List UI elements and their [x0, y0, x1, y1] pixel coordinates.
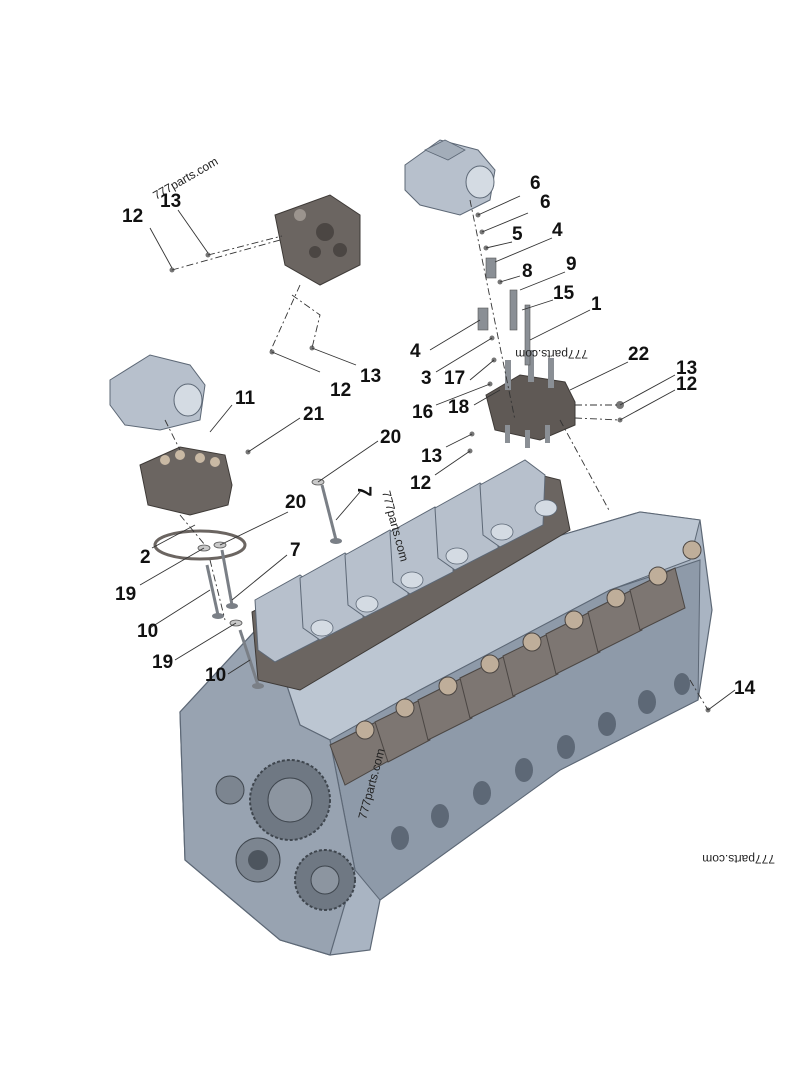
callout-9: 9: [566, 254, 577, 275]
cylinder-head-left: [139, 446, 233, 516]
callout-12: 12: [330, 380, 351, 401]
callout-8: 8: [522, 261, 533, 282]
callout-22: 22: [628, 344, 649, 365]
callout-10: 10: [205, 665, 226, 686]
callout-19: 19: [115, 584, 136, 605]
callout-21: 21: [303, 404, 325, 425]
callout-14: 14: [734, 678, 756, 699]
callout-18: 18: [448, 397, 469, 418]
callout-19: 19: [152, 652, 173, 673]
callout-13: 13: [360, 366, 381, 387]
valves: [205, 484, 338, 686]
watermark-text: 777parts.com: [515, 347, 588, 361]
callout-10: 10: [137, 621, 158, 642]
callout-1: 1: [591, 294, 602, 315]
timing-gears: [215, 759, 356, 911]
callout-17: 17: [444, 368, 465, 389]
cylinder-head-cover-left: [109, 354, 206, 431]
callout-4: 4: [552, 220, 563, 241]
callout-12: 12: [676, 374, 697, 395]
valve-springs: [477, 257, 531, 366]
callout-15: 15: [553, 283, 575, 304]
cylinder-head-covers-bank: [251, 459, 571, 691]
callout-20: 20: [380, 427, 401, 448]
callout-3: 3: [421, 368, 432, 389]
cylinder-head-mid-right: [485, 350, 576, 448]
callout-4: 4: [410, 341, 421, 362]
callout-2: 2: [140, 547, 151, 568]
watermark-text: 777parts.com: [151, 154, 221, 202]
callout-12: 12: [122, 206, 143, 227]
callout-13: 13: [676, 358, 697, 379]
callout-16: 16: [412, 402, 433, 423]
callout-12: 12: [410, 473, 431, 494]
callout-6: 6: [530, 173, 541, 194]
callout-6: 6: [540, 192, 551, 213]
callout-11: 11: [235, 388, 256, 409]
callout-13: 13: [421, 446, 442, 467]
leader-lines: [139, 195, 736, 711]
callout-20: 20: [285, 492, 306, 513]
callout-7: 7: [290, 540, 301, 561]
callout-labels: 12 13 6 6 5 4 8 9 15 1 22 13 12 13 12 4 …: [115, 173, 756, 699]
cylinder-head-top-left: [274, 194, 361, 286]
cylinder-head-cover-top-right: [404, 139, 496, 216]
head-gasket: [153, 529, 247, 561]
callout-7-rotated: 7: [353, 486, 374, 497]
callout-13: 13: [160, 191, 181, 212]
callout-5: 5: [512, 224, 523, 245]
watermark-text: 777parts.com: [702, 852, 775, 866]
